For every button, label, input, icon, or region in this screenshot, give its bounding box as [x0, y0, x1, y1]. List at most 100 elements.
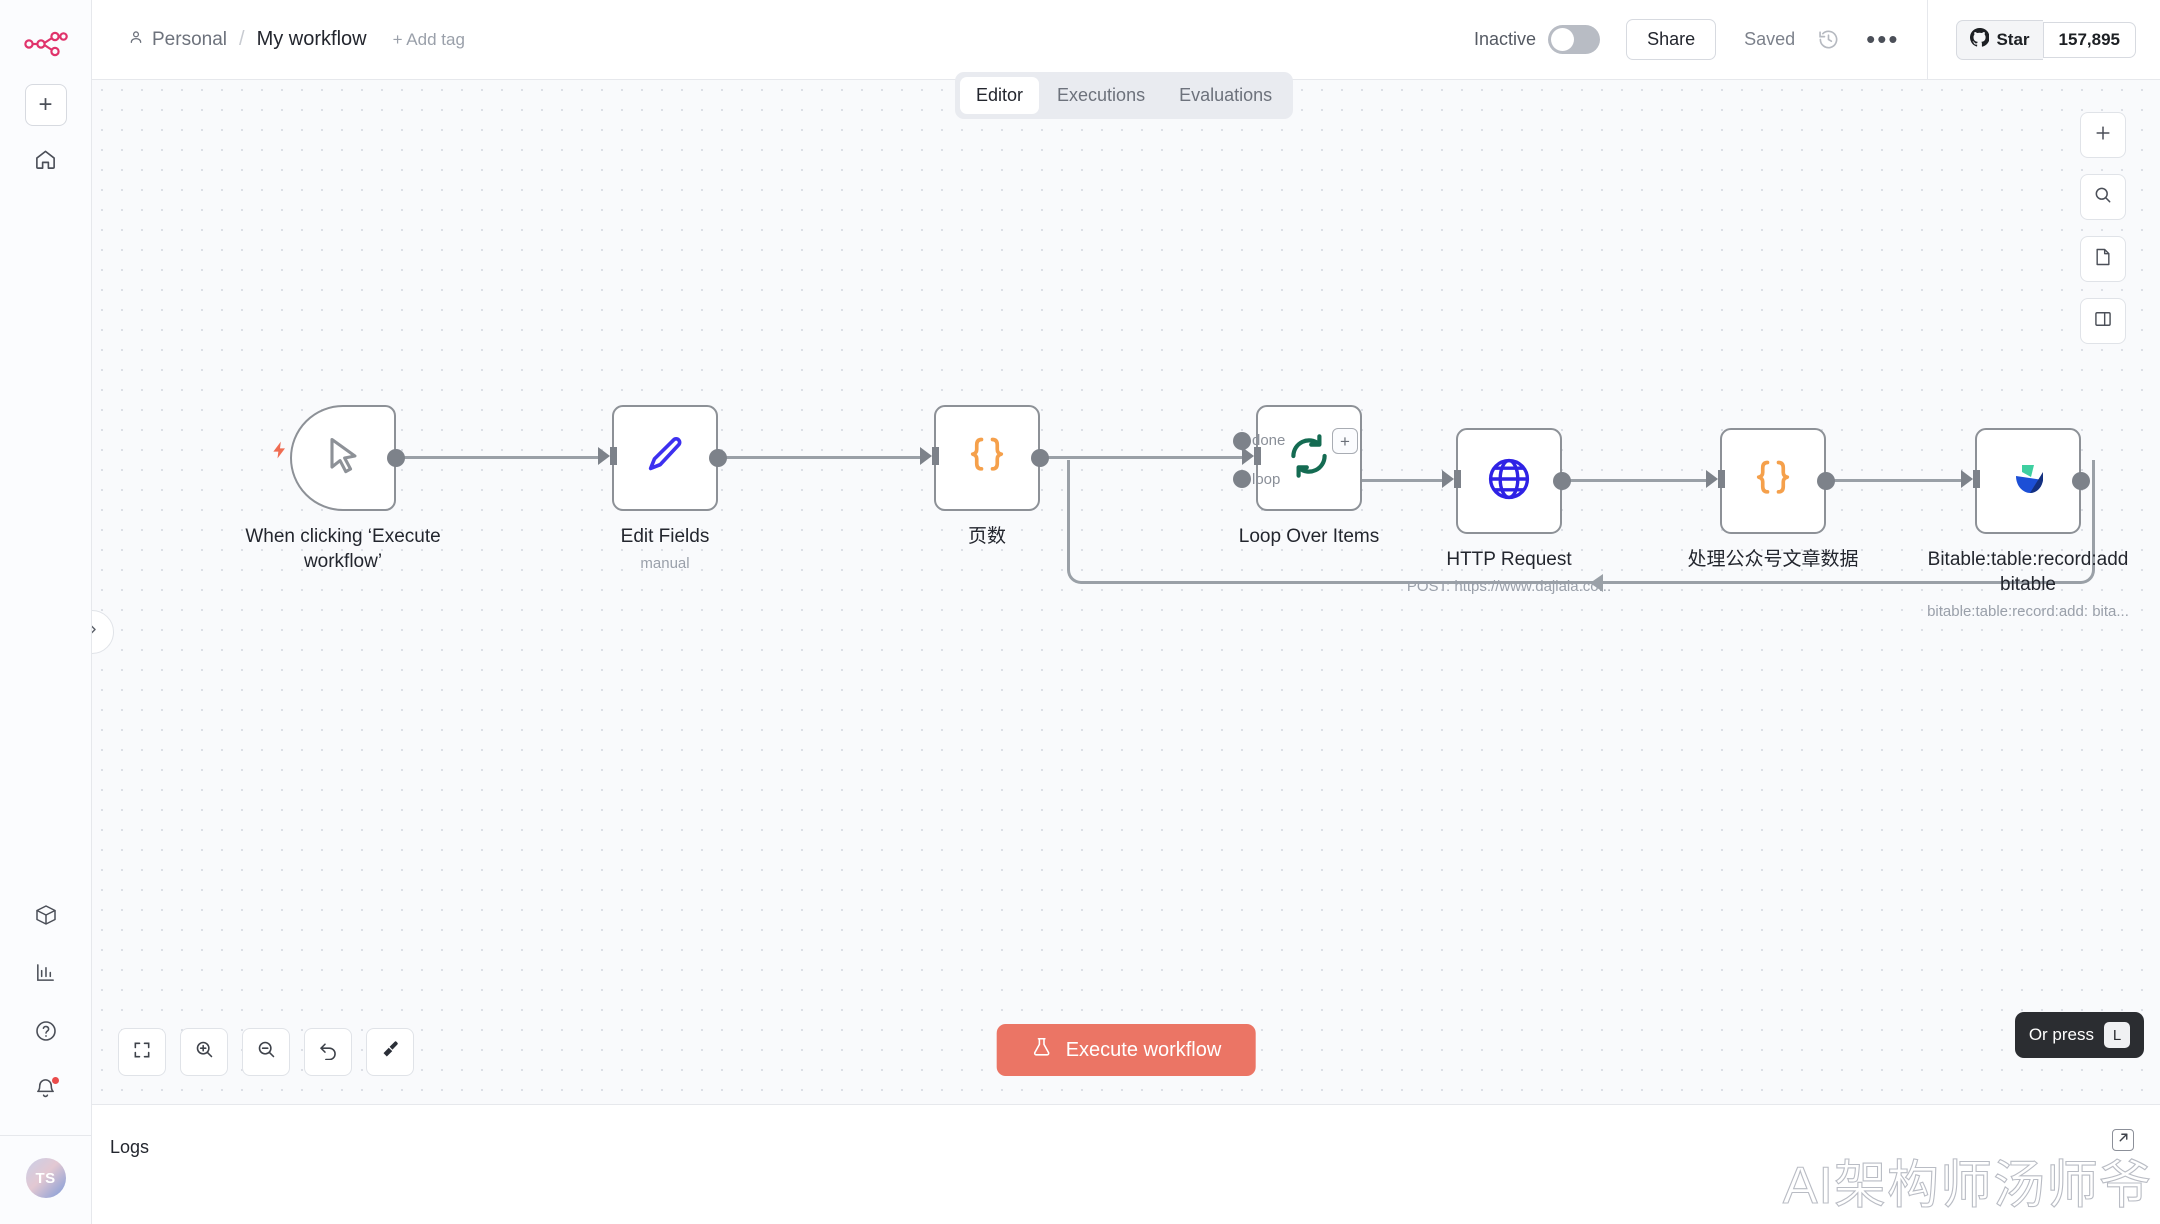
node-manual-trigger[interactable]: When clicking ‘Execute workflow’ — [245, 405, 441, 572]
execute-workflow-button[interactable]: Execute workflow — [996, 1024, 1256, 1076]
breadcrumb-project[interactable]: Personal — [128, 29, 227, 51]
github-star-widget[interactable]: Star 157,895 — [1956, 19, 2136, 60]
input-port[interactable] — [1242, 447, 1261, 465]
panel-layout-icon — [2093, 309, 2113, 334]
avatar[interactable]: TS — [25, 1158, 66, 1198]
breadcrumb: Personal / My workflow + Add tag — [128, 28, 465, 51]
node-http-request[interactable]: HTTP Request POST: https://www.dajiala.c… — [1407, 428, 1611, 595]
zoom-to-fit-button[interactable] — [118, 1028, 166, 1076]
output-port[interactable] — [2072, 472, 2090, 490]
input-port[interactable] — [1442, 470, 1461, 488]
bar-chart-icon — [34, 961, 57, 989]
breadcrumb-separator: / — [239, 28, 245, 50]
node-label: Loop Over Items — [1238, 526, 1380, 547]
connection-wire — [404, 456, 598, 459]
node-label: 页数 — [967, 526, 1006, 547]
add-node-stub-button[interactable]: + — [1332, 428, 1358, 454]
output-port-done[interactable] — [1233, 432, 1251, 450]
github-icon — [1970, 27, 1991, 52]
sidebar-item-templates[interactable] — [24, 895, 68, 939]
fit-screen-icon — [132, 1040, 152, 1065]
connection-wire-loop — [1292, 479, 1442, 482]
left-sidebar: + — [0, 0, 92, 1224]
activate-toggle[interactable] — [1548, 25, 1601, 54]
search-nodes-button[interactable] — [2080, 174, 2126, 220]
share-button[interactable]: Share — [1626, 19, 1717, 60]
notification-badge — [51, 1077, 59, 1084]
input-port[interactable] — [920, 447, 939, 465]
add-node-button[interactable] — [2080, 112, 2126, 158]
canvas-right-toolbar — [2080, 112, 2126, 344]
node-loop-over-items[interactable]: Loop Over Items — [1239, 405, 1379, 547]
flask-icon — [1031, 1036, 1053, 1064]
tab-evaluations[interactable]: Evaluations — [1179, 85, 1273, 105]
github-star-count: 157,895 — [2042, 21, 2136, 58]
node-page-count[interactable]: 页数 — [934, 405, 1040, 547]
more-options-button[interactable]: ••• — [1866, 24, 1900, 55]
output-port-loop[interactable] — [1233, 470, 1251, 488]
loopback-connection — [1067, 460, 2095, 584]
page-title[interactable]: My workflow — [256, 28, 367, 50]
chevron-right-icon — [92, 622, 100, 642]
sidebar-item-notifications[interactable] — [24, 1069, 68, 1113]
zoom-out-icon — [256, 1039, 277, 1065]
sidebar-item-home[interactable] — [24, 140, 68, 184]
output-port[interactable] — [387, 449, 405, 467]
person-icon — [128, 29, 144, 51]
logs-panel[interactable]: Logs — [92, 1104, 2160, 1224]
output-port[interactable] — [1553, 472, 1571, 490]
code-braces-icon — [965, 433, 1009, 484]
logs-expand-button[interactable] — [2112, 1129, 2134, 1151]
sidebar-item-insights[interactable] — [24, 953, 68, 997]
sidebar-divider — [0, 1135, 91, 1136]
lightning-bolt-icon — [270, 437, 290, 468]
history-clock-icon[interactable] — [1817, 28, 1840, 51]
question-circle-icon — [34, 1019, 58, 1048]
plus-icon — [2093, 123, 2113, 148]
save-status: Saved — [1744, 29, 1796, 49]
node-label: Edit Fields — [620, 526, 710, 547]
n8n-logo-icon[interactable] — [23, 24, 69, 64]
tidy-up-button[interactable] — [366, 1028, 414, 1076]
node-edit-fields[interactable]: Edit Fields manual — [612, 405, 718, 572]
loopback-arrow-icon — [1590, 574, 1603, 592]
sidebar-item-help[interactable] — [24, 1011, 68, 1055]
input-port[interactable] — [598, 447, 617, 465]
cursor-pointer-icon — [321, 433, 365, 484]
node-label: When clicking ‘Execute workflow’ — [245, 526, 441, 572]
active-state-label: Inactive — [1474, 29, 1537, 49]
feishu-bitable-icon — [2004, 457, 2052, 506]
github-star-button[interactable]: Star — [1956, 19, 2043, 60]
workflow-tabs: Editor Executions Evaluations — [955, 72, 1294, 119]
node-process-article-data[interactable]: 处理公众号文章数据 — [1687, 428, 1859, 570]
node-bitable-record-add[interactable]: Bitable:table:record:add bitable bitable… — [1927, 428, 2129, 620]
output-port[interactable] — [1031, 449, 1049, 467]
bell-icon — [34, 1077, 57, 1105]
tab-executions[interactable]: Executions — [1057, 85, 1146, 105]
output-port[interactable] — [709, 449, 727, 467]
file-icon — [2093, 247, 2113, 272]
workflow-canvas[interactable]: When clicking ‘Execute workflow’ Edit Fi… — [92, 80, 2160, 1104]
plus-icon: + — [1340, 431, 1350, 451]
node-subtitle: POST: https://www.dajiala.co... — [1406, 578, 1612, 595]
zoom-in-button[interactable] — [180, 1028, 228, 1076]
toggle-panel-button[interactable] — [2080, 298, 2126, 344]
zoom-out-button[interactable] — [242, 1028, 290, 1076]
output-port[interactable] — [1817, 472, 1835, 490]
tooltip-text: Or press — [2028, 1025, 2094, 1044]
execute-workflow-label: Execute workflow — [1065, 1038, 1222, 1061]
undo-icon — [318, 1039, 339, 1065]
connection-wire — [1570, 479, 1706, 482]
reset-zoom-button[interactable] — [304, 1028, 352, 1076]
connection-wire — [726, 456, 920, 459]
home-icon — [34, 148, 57, 176]
node-graph: When clicking ‘Execute workflow’ Edit Fi… — [92, 80, 2160, 1104]
sticky-note-button[interactable] — [2080, 236, 2126, 282]
sidebar-add-button[interactable]: + — [24, 84, 67, 126]
input-port[interactable] — [1961, 470, 1980, 488]
tab-editor[interactable]: Editor — [960, 77, 1040, 114]
input-port[interactable] — [1706, 470, 1725, 488]
loop-refresh-icon — [1285, 432, 1333, 485]
broom-icon — [380, 1039, 401, 1065]
add-tag-button[interactable]: + Add tag — [392, 29, 465, 49]
